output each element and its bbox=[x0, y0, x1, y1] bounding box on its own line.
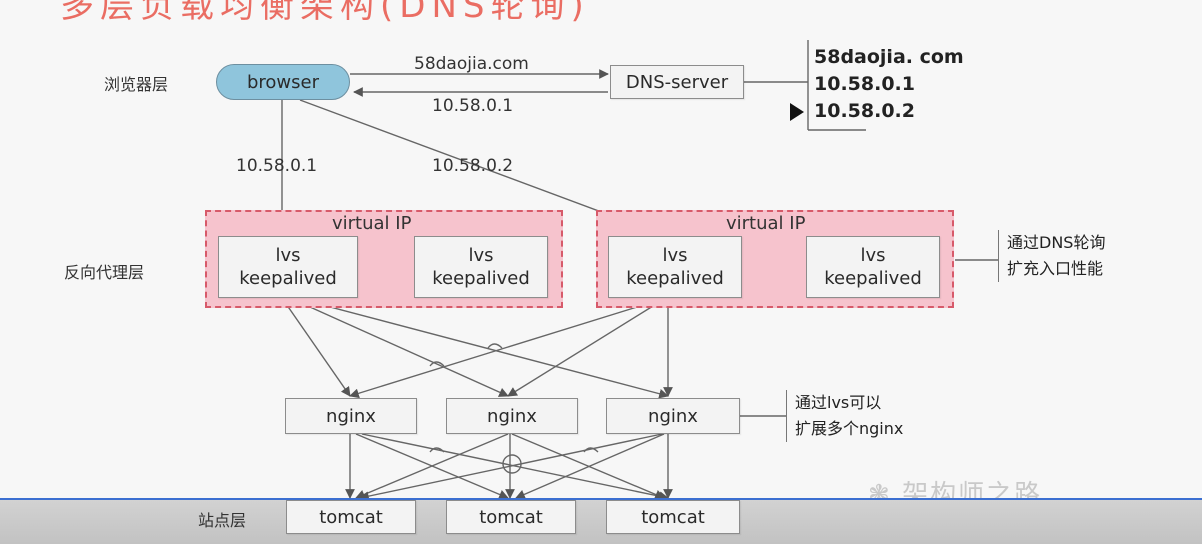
nginx-node-1: nginx bbox=[285, 398, 417, 434]
dns-note-line-1: 通过DNS轮询 bbox=[1007, 233, 1106, 252]
play-icon[interactable] bbox=[790, 103, 804, 121]
tomcat-label: tomcat bbox=[319, 506, 383, 528]
browser-label: browser bbox=[246, 71, 320, 93]
layer-label-proxy: 反向代理层 bbox=[64, 263, 145, 282]
tomcat-node-2: tomcat bbox=[446, 500, 576, 534]
nginx-label: nginx bbox=[648, 405, 698, 427]
slide-title-clipped: 多层负载均衡架构(DNS轮询) bbox=[60, 0, 590, 26]
lvs-node-2b: lvs keepalived bbox=[806, 236, 940, 298]
nginx-label: nginx bbox=[326, 405, 376, 427]
tomcat-node-3: tomcat bbox=[606, 500, 740, 534]
nginx-node-2: nginx bbox=[446, 398, 578, 434]
lvs-node-2a: lvs keepalived bbox=[608, 236, 742, 298]
layer-label-browser: 浏览器层 bbox=[104, 75, 169, 94]
lvs-node-1b: lvs keepalived bbox=[414, 236, 548, 298]
lvs-label: lvs bbox=[275, 245, 301, 266]
lvs-note-line-2: 扩展多个nginx bbox=[795, 419, 904, 438]
dns-record-list: 58daojia. com 10.58.0.1 10.58.0.2 bbox=[812, 44, 964, 125]
keepalived-label: keepalived bbox=[824, 268, 922, 289]
dns-server-label: DNS-server bbox=[625, 71, 729, 93]
dns-response-label: 10.58.0.1 bbox=[432, 96, 514, 116]
keepalived-label: keepalived bbox=[432, 268, 530, 289]
keepalived-label: keepalived bbox=[239, 268, 337, 289]
lvs-label: lvs bbox=[468, 245, 494, 266]
dns-server-node: DNS-server bbox=[610, 65, 744, 99]
tomcat-node-1: tomcat bbox=[286, 500, 416, 534]
virtual-ip-label-2: virtual IP bbox=[726, 213, 806, 234]
dns-roundrobin-note: 通过DNS轮询 扩充入口性能 bbox=[998, 230, 1105, 282]
lvs-note-line-1: 通过lvs可以 bbox=[795, 393, 882, 412]
lvs-label: lvs bbox=[860, 245, 886, 266]
dns-record-domain: 58daojia. com bbox=[814, 46, 964, 68]
tomcat-label: tomcat bbox=[479, 506, 543, 528]
nginx-label: nginx bbox=[487, 405, 537, 427]
keepalived-label: keepalived bbox=[626, 268, 724, 289]
route-label-1: 10.58.0.1 bbox=[236, 156, 318, 176]
browser-node: browser bbox=[216, 64, 350, 100]
lvs-node-1a: lvs keepalived bbox=[218, 236, 358, 298]
dns-record-ip-2: 10.58.0.2 bbox=[814, 100, 915, 122]
dns-note-line-2: 扩充入口性能 bbox=[1007, 259, 1104, 278]
nginx-node-3: nginx bbox=[606, 398, 740, 434]
route-label-2: 10.58.0.2 bbox=[432, 156, 514, 176]
dns-record-ip-1: 10.58.0.1 bbox=[814, 73, 915, 95]
dns-request-label: 58daojia.com bbox=[414, 54, 529, 74]
lvs-expand-note: 通过lvs可以 扩展多个nginx bbox=[786, 390, 903, 442]
tomcat-label: tomcat bbox=[641, 506, 705, 528]
lvs-label: lvs bbox=[662, 245, 688, 266]
virtual-ip-label-1: virtual IP bbox=[332, 213, 412, 234]
bottom-player-bar[interactable] bbox=[0, 498, 1202, 544]
layer-label-site: 站点层 bbox=[198, 511, 247, 530]
